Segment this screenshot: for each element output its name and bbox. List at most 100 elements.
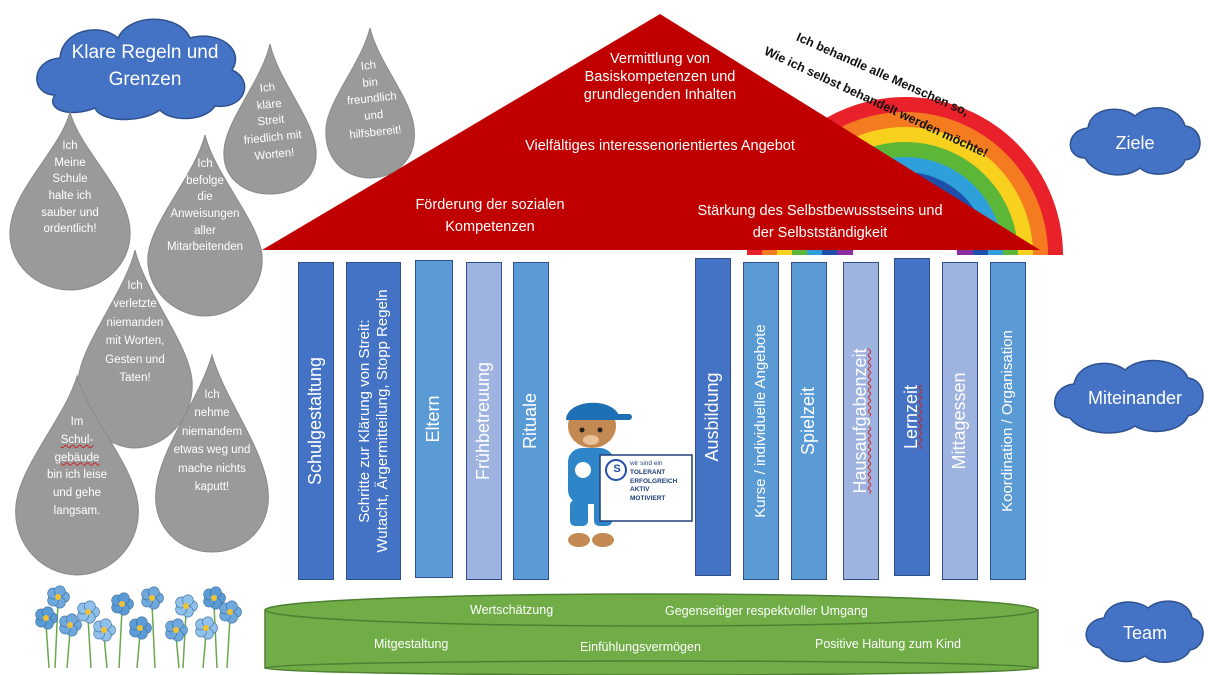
- roof-sozial-line1: Förderung der sozialen: [415, 197, 565, 213]
- mascot-sign-top: wir sind ein: [630, 460, 663, 467]
- flower-stem: [66, 630, 71, 669]
- drop-5-line: mit Worten,: [105, 335, 165, 348]
- drop-6-line: Schul-: [60, 433, 94, 446]
- column-mittagessen: Mittagessen: [942, 262, 978, 580]
- flower: [47, 585, 70, 609]
- drop-6-line: und gehe: [53, 487, 101, 500]
- flower-stem: [87, 617, 92, 669]
- base-wertschaetzung: Wertschätzung: [470, 603, 554, 617]
- mascot-sign-t: TOLERANT: [630, 468, 666, 476]
- column-label: Frühbetreuung: [473, 361, 494, 481]
- flower: [93, 618, 116, 642]
- mascot-sign-m: MOTIVIERT: [630, 495, 666, 503]
- drop-4-line: Mitarbeitenden: [166, 241, 244, 254]
- drop-text-6: Im Schul- gebäude bin ich leise und gehe…: [22, 414, 132, 521]
- drop-shape-3: [325, 27, 415, 179]
- flower-stem: [45, 623, 50, 669]
- column-label: Lernzeit: [901, 384, 922, 450]
- drop-shape-1: [9, 110, 131, 291]
- flower-stem: [182, 611, 187, 669]
- drop-4-line: befolge: [186, 174, 224, 187]
- drop-4-line: Ich: [197, 158, 213, 170]
- mascot-sign-e: ERFOLGREICH: [630, 477, 678, 485]
- roof-basis-line2: Basiskompetenzen und: [584, 69, 736, 86]
- flower: [111, 592, 134, 616]
- roof-basis-line3: grundlegenden Inhalten: [583, 87, 737, 104]
- roof-sozial: Förderung der sozialen Kompetenzen: [370, 196, 610, 236]
- column-label: Hausaufgabenzeit: [850, 348, 871, 494]
- drop-5-line: niemanden: [106, 316, 164, 329]
- drop-7-line: Ich: [204, 389, 220, 401]
- flower-stem: [118, 609, 123, 669]
- drop-7-line: mache nichts: [178, 462, 246, 475]
- drop-5-line: Taten!: [119, 371, 151, 384]
- drop-5-line: Gesten und: [105, 353, 165, 366]
- column-schulgestaltung: Schulgestaltung: [298, 262, 334, 580]
- mascot-bear: [566, 402, 693, 547]
- drop-text-1: Ich Meine Schule halte ich sauber und or…: [20, 138, 120, 238]
- drop-shape-5: [77, 249, 193, 449]
- flower: [175, 594, 198, 618]
- flower: [35, 606, 58, 630]
- drop-text-5: Ich verletzte niemanden mit Worten, Gest…: [80, 277, 190, 387]
- flower: [59, 613, 82, 637]
- drop-4-line: die: [197, 191, 213, 204]
- drop-shape-7: [155, 353, 269, 553]
- flower-stem: [54, 602, 59, 669]
- base-haltung: Positive Haltung zum Kind: [815, 637, 961, 651]
- column-label: Rituale: [520, 392, 541, 450]
- drop-1-line: sauber und: [41, 206, 99, 219]
- mascot-sign: wir sind ein TOLERANT ERFOLGREICH AKTIV …: [630, 460, 690, 504]
- drop-5-line: Ich: [127, 280, 143, 292]
- drop-shape-6: [15, 374, 139, 576]
- mascot-logo: S: [613, 463, 621, 475]
- drop-text-3: Ich bin freundlich und hilfsbereit!: [326, 54, 418, 146]
- column-rituale: Rituale: [513, 262, 549, 580]
- base-mitgestaltung: Mitgestaltung: [374, 637, 449, 651]
- drop-6-line: bin ich leise: [46, 469, 108, 482]
- cloud-team-text: Team: [1122, 623, 1167, 643]
- cloud-rules-line1: Klare Regeln und: [71, 42, 219, 63]
- drop-7-line: niemandem: [181, 425, 243, 438]
- mascot-sign-a: AKTIV: [630, 486, 650, 494]
- drop-6-line: gebäude: [54, 451, 100, 464]
- column-label: Kurse / individuelle Angebote: [752, 324, 769, 518]
- flower: [141, 586, 164, 610]
- cloud-miteinander-text: Miteinander: [1087, 388, 1183, 408]
- cloud-rules-line2: Grenzen: [108, 68, 182, 90]
- column-label: Ausbildung: [702, 372, 723, 462]
- roof-selbst: Stärkung des Selbstbewusstseins und der …: [660, 202, 980, 242]
- flowers: [35, 585, 242, 669]
- drop-1-line: Meine: [54, 156, 86, 169]
- roof-sozial-line2: Kompetenzen: [445, 219, 535, 236]
- drop-4-line: Anweisungen: [170, 208, 240, 221]
- column-hausaufgabenzeit: Hausaufgabenzeit: [843, 262, 879, 580]
- drop-7-line: etwas weg und: [173, 444, 251, 457]
- flower: [195, 616, 218, 640]
- base-respekt: Gegenseitiger respektvoller Umgang: [665, 604, 868, 618]
- drop-text-2: Ich kläre Streit friedlich mit Worten!: [222, 76, 320, 168]
- drop-7-line: nehme: [194, 407, 230, 420]
- column-lernzeit: Lernzeit: [894, 258, 930, 576]
- roof-angebot: Vielfältiges interessenorientiertes Ange…: [525, 138, 795, 154]
- column-koordination: Koordination / Organisation: [990, 262, 1026, 580]
- drop-1-line: halte ich: [48, 190, 92, 203]
- cloud-miteinander: [1053, 359, 1204, 434]
- cloud-rules-text: Klare Regeln und Grenzen: [55, 40, 235, 93]
- drop-text-7: Ich nehme niemandem etwas weg und mache …: [158, 386, 266, 496]
- drop-shape-4: [147, 134, 263, 317]
- column-streit: Schritte zur Klärung von Streit: Wutacht…: [346, 262, 401, 580]
- drop-1-line: Schule: [52, 173, 88, 186]
- flower: [129, 616, 152, 640]
- roof-selbst-line1: Stärkung des Selbstbewusstseins und: [697, 203, 943, 219]
- flower-stem: [151, 603, 156, 669]
- column-label: Mittagessen: [949, 372, 970, 470]
- cloud-rules: [36, 18, 246, 121]
- column-spielzeit: Spielzeit: [791, 262, 827, 580]
- drop-text-4: Ich befolge die Anweisungen aller Mitarb…: [148, 156, 262, 256]
- flower: [203, 586, 226, 610]
- column-label: Schulgestaltung: [305, 356, 326, 486]
- drop-6-line: Im: [70, 416, 84, 428]
- roof-text-basis: Vermittlung von Basiskompetenzen und gru…: [560, 50, 760, 104]
